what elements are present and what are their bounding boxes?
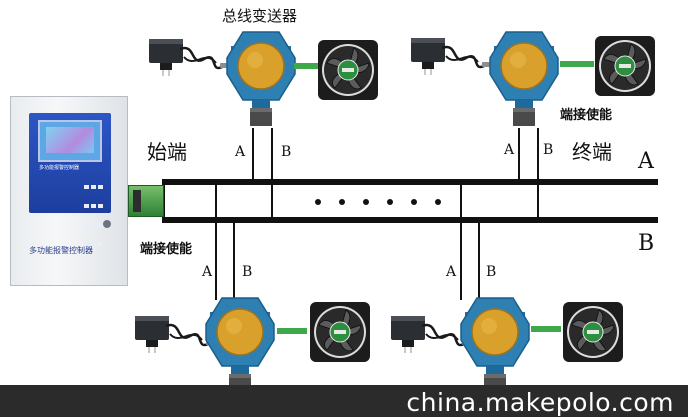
- cooling-fan-icon: [562, 301, 624, 363]
- wire-a-label: A: [446, 264, 457, 280]
- wire-a-label: A: [504, 142, 515, 158]
- power-adapter-icon: [409, 36, 494, 77]
- link-bar: [531, 326, 561, 332]
- wire-b-label: B: [281, 144, 292, 160]
- alarm-controller-icon: 多功能报警控制器 多功能报警控制器: [10, 96, 128, 286]
- terminal-end-label: 终端: [572, 140, 612, 164]
- controller-front-panel: 多功能报警控制器: [29, 113, 111, 246]
- gas-transmitter-icon: [205, 297, 275, 393]
- link-bar: [560, 61, 594, 67]
- bus-a-label: A: [638, 149, 654, 174]
- cooling-fan-icon: [594, 35, 656, 97]
- controller-lock-icon: [103, 220, 111, 228]
- controller-bottom-label: 多功能报警控制器: [29, 246, 93, 255]
- link-bar: [294, 63, 320, 69]
- termination-enable-label-top: 端接使能: [560, 108, 613, 123]
- bus-b-label: B: [638, 231, 655, 256]
- cooling-fan-icon: [317, 39, 379, 101]
- controller-screen: [38, 120, 102, 162]
- power-adapter-icon: [147, 37, 232, 78]
- wire-a-label: A: [202, 264, 213, 280]
- power-adapter-icon: [389, 314, 474, 355]
- link-bar: [277, 328, 307, 334]
- wire-b-label: B: [486, 264, 497, 280]
- gas-transmitter-icon: [460, 297, 530, 393]
- wire-b-label: B: [242, 264, 253, 280]
- bus-continuation-dots: [315, 199, 441, 205]
- gas-transmitter-icon: [489, 31, 559, 127]
- power-adapter-icon: [133, 314, 218, 355]
- cooling-fan-icon: [309, 301, 371, 363]
- controller-keypad: [83, 175, 109, 251]
- watermark-bar: [0, 385, 688, 417]
- wire-b-label: B: [543, 142, 554, 158]
- wire-a-label: A: [235, 144, 246, 160]
- watermark-text: china.makepolo.com: [406, 388, 674, 417]
- wiring-drops: [215, 128, 539, 300]
- start-end-label: 始端: [147, 140, 187, 164]
- termination-enable-label-bottom: 端接使能: [140, 242, 193, 257]
- gas-transmitter-icon: [226, 31, 296, 127]
- controller-front-label: 多功能报警控制器: [39, 165, 80, 171]
- diagram-title: 总线变送器: [222, 7, 298, 25]
- bus-connector-icon: [128, 185, 164, 217]
